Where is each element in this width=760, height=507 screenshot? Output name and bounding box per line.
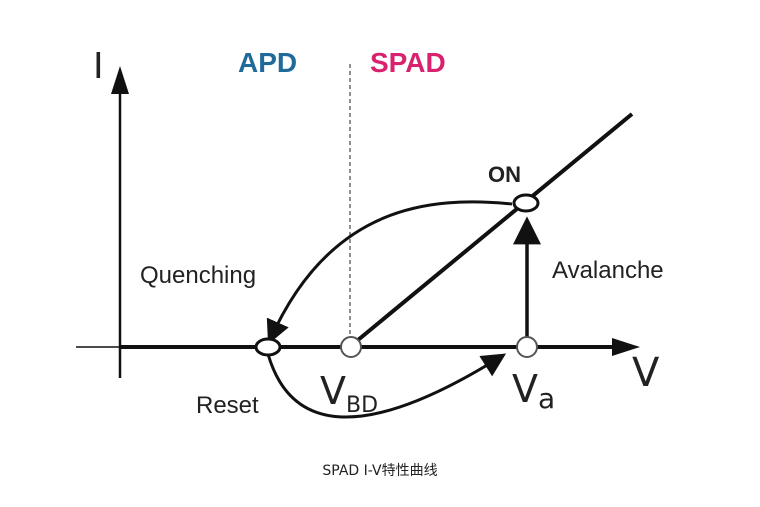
operating-line [356, 112, 634, 342]
vbd-point [340, 336, 362, 358]
y-axis-arrowhead [111, 66, 129, 94]
quenching-arrow [266, 200, 513, 345]
x-axis-label: V [632, 350, 660, 396]
apd-region-label: APD [238, 47, 297, 78]
va-point [516, 336, 538, 358]
y-axis-label: I [93, 46, 104, 87]
on-point [512, 193, 540, 213]
spad-region-label: SPAD [370, 47, 446, 78]
reset-label: Reset [196, 392, 259, 419]
figure-caption: SPAD I-V特性曲线 [322, 463, 438, 479]
x-axis-arrowhead [612, 338, 640, 356]
quenching-label: Quenching [140, 262, 256, 289]
on-label: ON [488, 162, 521, 187]
va-label: Va [512, 367, 555, 415]
reset-arrow [266, 353, 507, 419]
vbd-label: VBD [320, 369, 378, 418]
avalanche-label: Avalanche [552, 257, 664, 284]
reset-point [254, 337, 282, 357]
